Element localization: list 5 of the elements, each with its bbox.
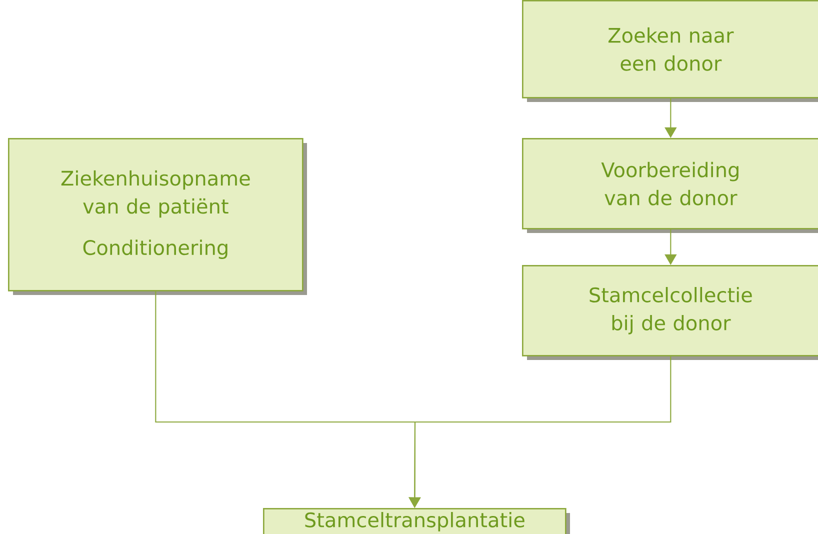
process-box: Stamceltransplantatie (263, 508, 570, 534)
process-box: Ziekenhuisopname van de patiënt Conditionering (8, 138, 307, 295)
process-box: Voorbereiding van de donor (522, 138, 818, 233)
process-box: Zoeken naar een donor (522, 0, 818, 102)
process-box: Stamcelcollectie bij de donor (522, 265, 818, 360)
